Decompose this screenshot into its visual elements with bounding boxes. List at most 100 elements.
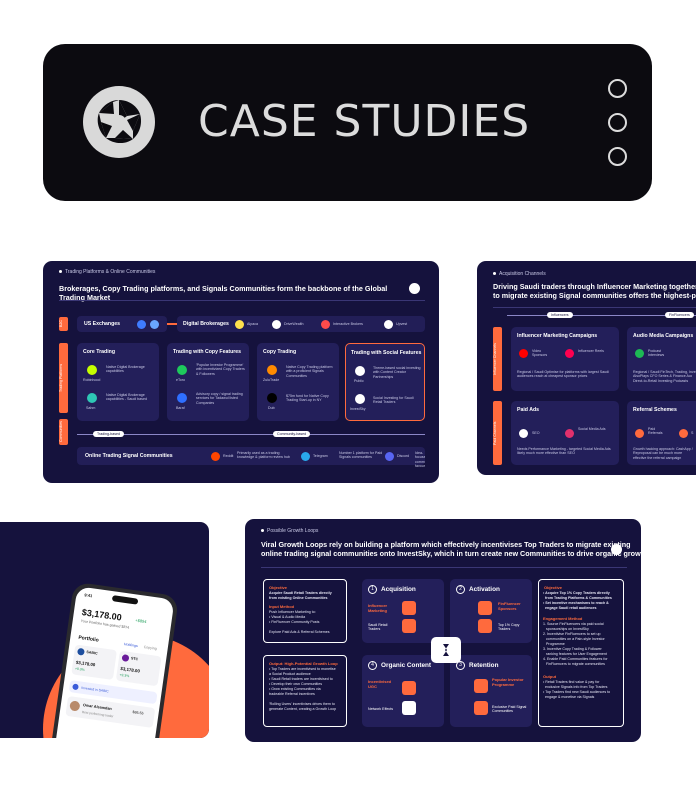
holding-change: +9.3% bbox=[74, 666, 85, 672]
bullet-icon bbox=[493, 272, 496, 275]
loop-quadrant-activation: 2 Activation FinFluencer Sponsors Top 1%… bbox=[450, 579, 532, 643]
platform-name: Public bbox=[354, 379, 364, 383]
holding-card[interactable]: SABIC $3,178.00 +9.3% bbox=[71, 644, 117, 680]
bullet-icon bbox=[261, 529, 264, 532]
channel-card-referral: Referral Schemes Paid Referrals S Growth… bbox=[627, 401, 696, 465]
google-icon bbox=[519, 429, 528, 438]
platform-name: ZuluTrade bbox=[263, 378, 280, 382]
connector bbox=[167, 323, 177, 325]
card-title: Referral Schemes bbox=[633, 407, 677, 413]
box-line: from Trading Platforms & Communities bbox=[543, 596, 612, 600]
card-title: Influencer Marketing Campaigns bbox=[517, 333, 598, 339]
box-line: a Social Product audience bbox=[269, 672, 311, 676]
slide-title-line: to migrate existing Signal communities o… bbox=[493, 291, 696, 300]
platform-name: Baraf bbox=[176, 406, 185, 410]
phone-frame: 9:41 $3,178.00 +$894 Your Portfolio has … bbox=[44, 581, 180, 738]
holding-card[interactable]: STC $3,178.00 +9.3% bbox=[115, 650, 162, 687]
quadrant-output: Network Effects bbox=[368, 707, 394, 711]
shutter-logo-icon bbox=[83, 86, 155, 158]
holding-change: +9.3% bbox=[119, 672, 130, 679]
info-icon bbox=[72, 683, 79, 691]
box-subheading: Output bbox=[543, 674, 557, 679]
box-line: engage Saudi retail audiences bbox=[543, 606, 597, 610]
holding-ticker: STC bbox=[130, 656, 139, 662]
activation-objective-box: Objective • Acquire Top 1% Copy Traders … bbox=[538, 579, 624, 727]
community-desc: Primarily used as a trading knowledge & … bbox=[237, 451, 290, 460]
case-study-card-acquisition-channels[interactable]: Acquisition Channels Driving Saudi trade… bbox=[477, 261, 696, 475]
etoro-icon bbox=[177, 365, 187, 375]
portfolio-caption: Your Portfolio has gained $874 bbox=[80, 618, 130, 630]
platform-name: Robinhood bbox=[83, 378, 101, 382]
us-exchanges-label: US Exchanges bbox=[84, 321, 121, 327]
card-desc: Regional / Saudi FinTech, Trading, Inve•… bbox=[633, 370, 696, 383]
sabic-icon bbox=[76, 647, 85, 656]
digital-brokerages-label: Digital Brokerages bbox=[183, 321, 229, 327]
box-line: 1. Source FinFluencers via paid social bbox=[543, 622, 604, 626]
dub-icon bbox=[267, 393, 277, 403]
slide-title-line: Viral Growth Loops rely on building a pl… bbox=[261, 540, 631, 549]
box-line: 4. Enable Paid Communities features for bbox=[543, 657, 608, 661]
side-label-trading-platforms: Trading Platforms bbox=[59, 343, 68, 413]
digital-brokerages-row: Digital Brokerages Alpaca DriveWealth In… bbox=[177, 316, 425, 332]
trade-amount: $95.55 bbox=[132, 710, 144, 716]
quadrant-input: Influencer Marketing bbox=[368, 603, 388, 613]
section-title: Portfolio bbox=[77, 634, 100, 644]
box-line: generate Content, creating a Growth Loop bbox=[269, 707, 337, 711]
box-line: 2. Incentivise FinFluencers to set up bbox=[543, 632, 601, 636]
brand-icon bbox=[409, 283, 420, 294]
divider bbox=[507, 315, 696, 316]
quadrant-input: Incentivised UGC bbox=[368, 679, 392, 689]
case-study-card-mobile-app[interactable]: 9:41 $3,178.00 +$894 Your Portfolio has … bbox=[0, 522, 209, 738]
side-label-paid: Paid Channels bbox=[493, 401, 502, 465]
box-line: FinFluencers to migrate communities bbox=[543, 662, 605, 666]
programme-icon bbox=[474, 679, 488, 693]
brand-icon bbox=[611, 544, 622, 555]
box-line: • Top Traders find new Saudi audiences t… bbox=[543, 690, 611, 694]
platform-desc: Theme-based social investing with Conten… bbox=[373, 366, 421, 379]
reddit-icon bbox=[211, 451, 220, 461]
box-line: • FinFluencer Community Posts bbox=[269, 620, 320, 624]
network-icon bbox=[402, 701, 416, 715]
quadrant-input: FinFluencer Sponsors bbox=[498, 601, 521, 611]
box-subheading: Input Method bbox=[269, 604, 295, 609]
quadrant-output: Top 1% Copy Traders bbox=[498, 623, 520, 632]
box-line: sponsorships on InvestSky bbox=[543, 627, 589, 631]
page-title: CASE STUDIES bbox=[198, 96, 531, 147]
phone-time: 9:41 bbox=[84, 592, 93, 599]
quadrant-title: Acquisition bbox=[381, 586, 416, 593]
communities-label: Online Trading Signal Communities bbox=[85, 453, 173, 459]
box-line: communities on a Pain-style Investor bbox=[543, 637, 605, 641]
slide-kicker: Possible Growth Loops bbox=[267, 528, 319, 534]
box-line: engage & monetise via Signals bbox=[543, 695, 595, 699]
menu-dot-icon[interactable] bbox=[608, 113, 627, 132]
card-title: Trading with Social Features bbox=[351, 350, 422, 356]
tab-holdings[interactable]: Holdings bbox=[123, 642, 139, 649]
side-label-communities: Communities bbox=[59, 419, 68, 445]
upvest-icon bbox=[384, 319, 393, 329]
stc-icon bbox=[121, 654, 130, 662]
platform-desc: Native Digital Brokerage capabilities bbox=[106, 365, 145, 374]
us-exchanges-row: US Exchanges bbox=[77, 316, 167, 332]
case-study-card-growth-loops[interactable]: Possible Growth Loops Viral Growth Loops… bbox=[245, 519, 641, 742]
phone-notch bbox=[111, 595, 139, 605]
tag-influencers: Influencers bbox=[547, 312, 573, 318]
quadrant-output: Exclusive Paid Signal Communities bbox=[492, 705, 527, 714]
quadrant-title: Activation bbox=[469, 586, 500, 593]
platform-desc: Advisory copy / signal trading services … bbox=[196, 392, 243, 405]
interactive-brokers-icon bbox=[321, 319, 330, 329]
case-study-card-trading-platforms[interactable]: Trading Platforms & Online Communities B… bbox=[43, 261, 439, 483]
slide-title-line: online trading signal communities onto I… bbox=[261, 549, 641, 558]
alpaca-icon bbox=[235, 319, 244, 329]
ugc-icon bbox=[402, 681, 416, 695]
loop-quadrant-organic-content: 4 Organic Content Incentivised UGC Netwo… bbox=[362, 655, 444, 727]
sponsor-icon bbox=[478, 601, 492, 615]
box-line: 'Rolling Users' incentivises drives them… bbox=[269, 702, 335, 706]
tab-copying[interactable]: Copying bbox=[143, 644, 158, 651]
menu-dot-icon[interactable] bbox=[608, 79, 627, 98]
trader-caption: Best performing trader bbox=[81, 710, 114, 719]
menu-dot-icon[interactable] bbox=[608, 147, 627, 166]
channel-card-audio: Audio Media Campaigns Podcast Interviews… bbox=[627, 327, 696, 391]
quadrant-title: Retention bbox=[469, 662, 499, 669]
bullet-icon bbox=[59, 270, 62, 273]
box-subheading: Engagement Method bbox=[543, 616, 583, 621]
